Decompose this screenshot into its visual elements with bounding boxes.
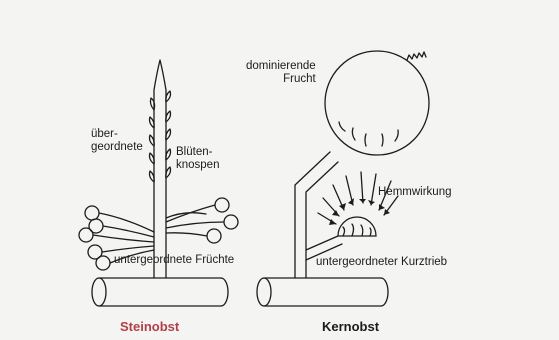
caption-kernobst: Kernobst [322, 319, 379, 334]
steinobst-buds [150, 91, 171, 182]
label-untergeordnete-fruechte: untergeordnete Früchte [114, 254, 234, 267]
label-uebergeordnete: über- geordnete [91, 128, 143, 154]
steinobst-shoot [154, 60, 166, 278]
label-hemmwirkung: Hemmwirkung [378, 186, 452, 199]
label-untergeordneter-kurztrieb: untergeordneter Kurztrieb [316, 256, 447, 269]
label-bluetenknospen: Blüten- knospen [176, 146, 219, 172]
kernobst-dominant-fruit [325, 51, 429, 155]
kernobst-branch [257, 278, 388, 306]
steinobst-fruits-right [166, 198, 238, 243]
hemmwirkung-arrowheads [329, 198, 390, 225]
caption-steinobst: Steinobst [120, 319, 179, 334]
kernobst-short-shoot [338, 217, 376, 236]
steinobst-branch [92, 278, 228, 306]
label-dominierende-frucht: dominierende Frucht [246, 60, 316, 86]
